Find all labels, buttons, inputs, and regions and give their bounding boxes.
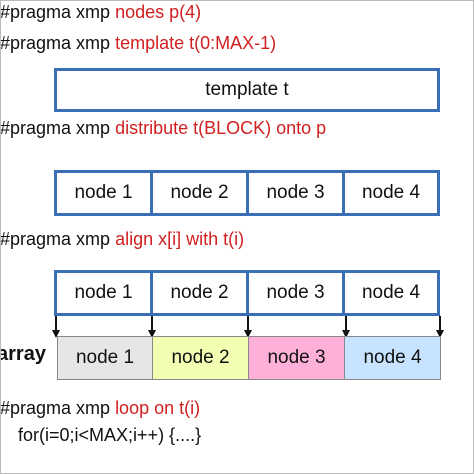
distribute-node-3: node 3 — [246, 170, 345, 216]
align-directive: align x[i] with t(i) — [115, 229, 245, 249]
pragma-prefix: #pragma xmp — [0, 118, 116, 138]
template-box: template t — [54, 68, 440, 112]
pragma-prefix: #pragma xmp — [0, 398, 116, 418]
array-cell-node-4: node 4 — [344, 336, 441, 380]
code-line-nodes: #pragma xmp nodes p(4) — [0, 1, 201, 23]
code-line-template: #pragma xmp template t(0:MAX-1) — [0, 32, 276, 54]
pragma-prefix: #pragma xmp — [0, 33, 116, 53]
distribute-node-4: node 4 — [342, 170, 440, 216]
align-node-3: node 3 — [246, 270, 345, 316]
array-cell-node-1: node 1 — [57, 336, 153, 380]
loop-directive: loop on t(i) — [115, 398, 201, 418]
code-line-loop: #pragma xmp loop on t(i) — [0, 397, 200, 419]
template-directive: template t(0:MAX-1) — [115, 33, 277, 53]
array-cell-node-2: node 2 — [152, 336, 249, 380]
code-line-distribute: #pragma xmp distribute t(BLOCK) onto p — [0, 117, 326, 139]
pragma-prefix: #pragma xmp — [0, 2, 116, 22]
distribute-node-1: node 1 — [54, 170, 153, 216]
code-line-align: #pragma xmp align x[i] with t(i) — [0, 228, 244, 250]
pragma-prefix: #pragma xmp — [0, 229, 116, 249]
align-node-4: node 4 — [342, 270, 440, 316]
distribute-node-2: node 2 — [150, 170, 249, 216]
array-cell-node-3: node 3 — [248, 336, 345, 380]
distribute-node-row: node 1 node 2 node 3 node 4 — [54, 170, 440, 216]
code-line-for-loop: for(i=0;i<MAX;i++) {....} — [18, 425, 202, 445]
align-node-row: node 1 node 2 node 3 node 4 — [54, 270, 440, 316]
array-row: node 1 node 2 node 3 node 4 — [57, 336, 441, 380]
nodes-directive: nodes p(4) — [115, 2, 202, 22]
array-label: array — [0, 343, 46, 365]
align-node-2: node 2 — [150, 270, 249, 316]
distribute-directive: distribute t(BLOCK) onto p — [115, 118, 327, 138]
